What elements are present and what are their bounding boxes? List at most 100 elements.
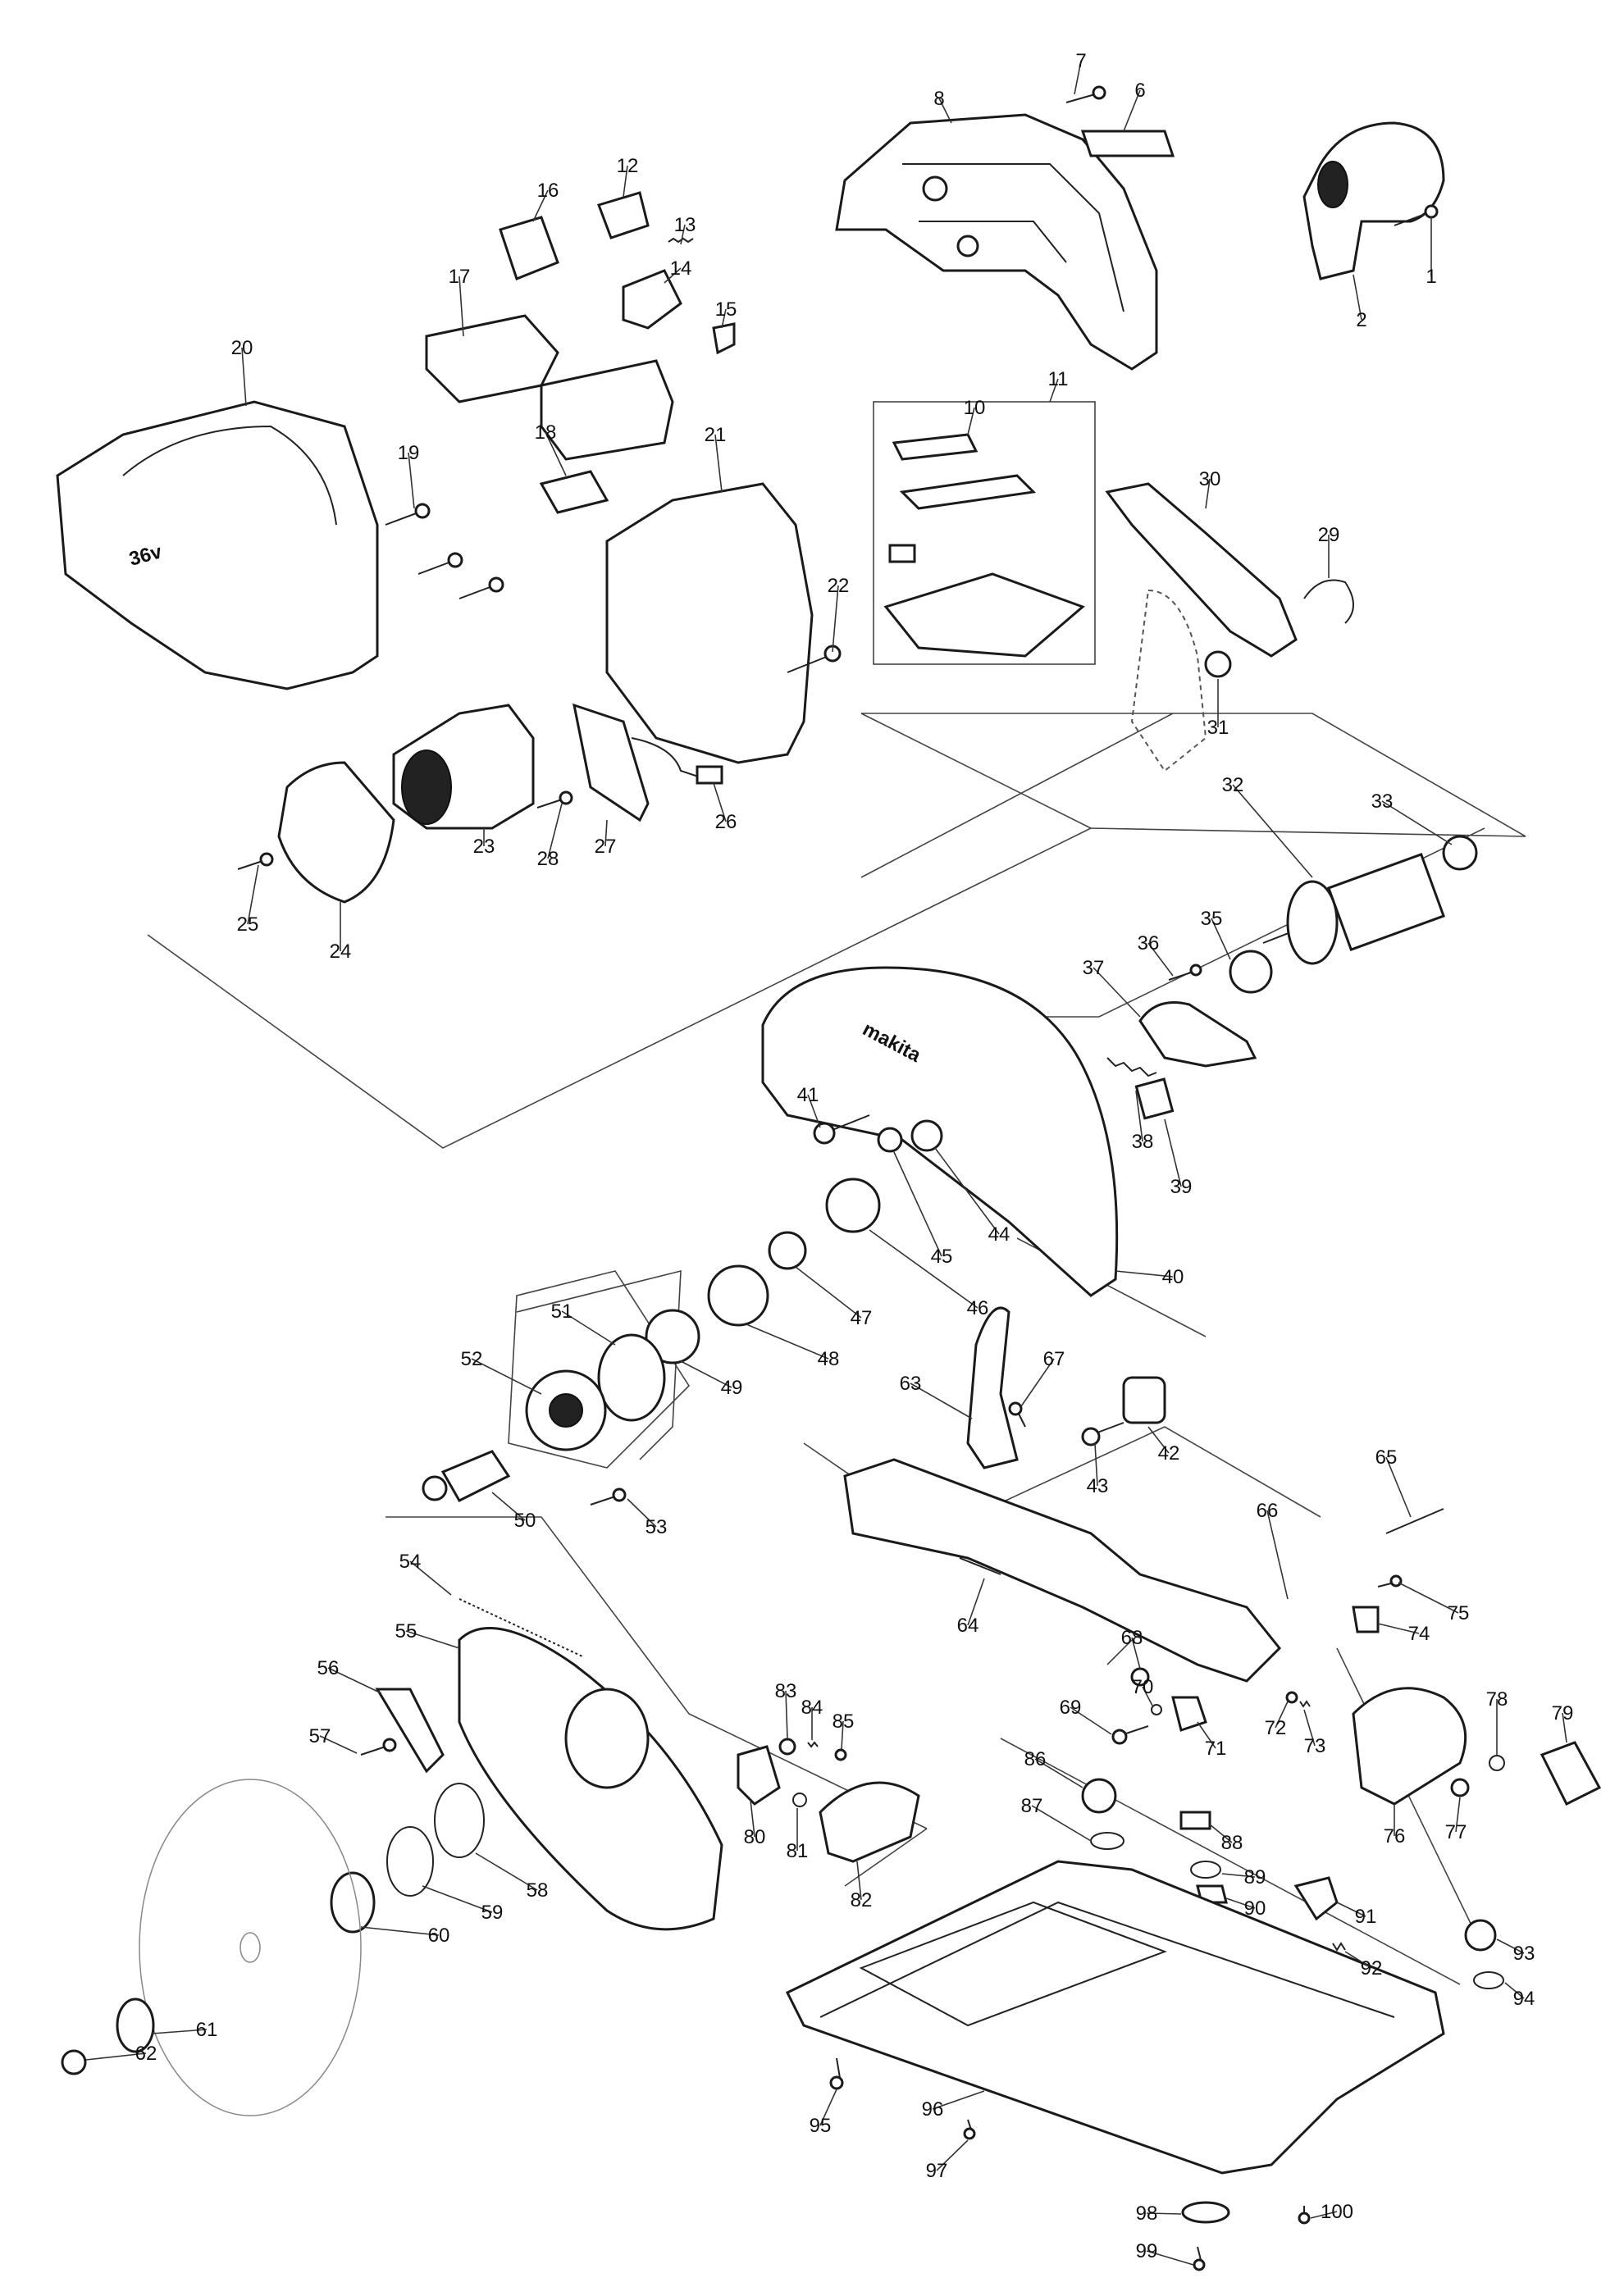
part-number-label: 57 <box>309 1725 331 1747</box>
part-1-screw <box>1394 204 1439 226</box>
leader-line-49 <box>680 1360 732 1388</box>
part-number-label: 25 <box>237 913 259 936</box>
part-12-lever <box>597 191 650 239</box>
leader-line-32 <box>1232 784 1313 878</box>
part-11-box <box>873 401 1096 665</box>
part-48-retainer <box>707 1264 769 1327</box>
leader-line-63 <box>910 1383 973 1419</box>
part-number-label: 80 <box>744 1826 766 1848</box>
part-36-screw <box>1168 963 1202 981</box>
leader-line-17 <box>458 276 464 337</box>
part-93-knob <box>1464 1919 1497 1952</box>
part-65-bolt <box>1385 1508 1444 1534</box>
part-number-label: 44 <box>988 1223 1010 1246</box>
part-80-cam <box>737 1745 781 1806</box>
part-52-bore <box>549 1393 583 1428</box>
part-96-base-plate <box>785 1860 1445 2175</box>
assembly-group-lines <box>147 713 1526 1985</box>
part-41-pin <box>813 1114 870 1145</box>
part-63-depth-guide <box>966 1306 1019 1469</box>
part-number-label: 49 <box>721 1377 743 1399</box>
part-number-label: 29 <box>1318 524 1340 546</box>
part-56-lever <box>375 1688 445 1774</box>
part-62-bolt <box>61 2049 87 2075</box>
leader-line-48 <box>746 1323 829 1360</box>
part-number-label: 81 <box>787 1840 809 1862</box>
part-number-label: 59 <box>481 1902 504 1924</box>
part-number-label: 58 <box>527 1879 549 1902</box>
part-number-label: 22 <box>828 575 850 597</box>
part-number-label: 95 <box>810 2115 832 2137</box>
part-44-washer <box>910 1119 943 1152</box>
leader-line-57 <box>319 1735 358 1754</box>
leader-line-59 <box>422 1885 493 1913</box>
leader-line-68 <box>1131 1637 1141 1670</box>
leader-line-80 <box>750 1799 755 1838</box>
part-number-label: 75 <box>1448 1602 1470 1624</box>
part-number-label: 56 <box>317 1657 340 1679</box>
part-50-spindle-end <box>422 1475 448 1501</box>
part-number-label: 51 <box>551 1301 573 1323</box>
part-number-label: 23 <box>473 836 495 858</box>
leader-line-43 <box>1094 1442 1098 1487</box>
part-27-plate <box>573 703 650 822</box>
part-11-board <box>899 474 1037 510</box>
leader-line-15 <box>721 308 727 329</box>
part-72-pin <box>1285 1691 1298 1704</box>
part-number-label: 10 <box>964 397 986 419</box>
part-number-label: 79 <box>1552 1702 1574 1724</box>
part-19-screws <box>385 503 504 599</box>
part-87-washer <box>1090 1832 1124 1850</box>
part-number-label: 83 <box>775 1680 797 1702</box>
leader-line-66 <box>1266 1510 1289 1600</box>
part-number-label: 87 <box>1021 1795 1043 1817</box>
part-99-screw <box>1193 2246 1206 2271</box>
leader-line-28 <box>547 803 563 859</box>
part-number-label: 54 <box>399 1551 422 1573</box>
part-46-bearing <box>825 1178 881 1233</box>
part-88-indicator <box>1179 1811 1211 1830</box>
callout-labels: 1267810111213141516171819202122232425262… <box>135 50 1574 2262</box>
leader-line-60 <box>360 1926 440 1936</box>
leader-line-37 <box>1093 967 1141 1018</box>
part-number-label: 61 <box>196 2019 218 2041</box>
leader-line-83 <box>785 1690 788 1739</box>
part-number-label: 53 <box>645 1516 668 1538</box>
part-67-screw <box>1008 1401 1026 1428</box>
part-59-ring <box>386 1826 434 1897</box>
part-number-label: 85 <box>833 1711 855 1733</box>
part-number-label: 73 <box>1304 1735 1326 1757</box>
part-number-label: 43 <box>1087 1475 1109 1497</box>
part-number-label: 11 <box>1048 368 1069 390</box>
leader-line-7 <box>1074 60 1082 95</box>
part-8-housing <box>835 113 1158 371</box>
part-23-core <box>401 749 452 825</box>
part-number-label: 15 <box>715 298 737 321</box>
part-number-label: 41 <box>797 1084 819 1106</box>
part-number-label: 40 <box>1162 1266 1184 1288</box>
part-number-label: 77 <box>1445 1821 1467 1843</box>
leader-line-20 <box>241 347 247 407</box>
part-11-controller <box>883 572 1085 658</box>
leader-line-2 <box>1353 274 1362 321</box>
part-47-ring <box>768 1231 807 1270</box>
leader-line-16 <box>532 189 549 222</box>
part-51-plate <box>597 1333 666 1422</box>
part-number-label: 18 <box>535 421 557 444</box>
part-75-screw <box>1377 1574 1403 1588</box>
leader-line-96 <box>932 2090 985 2110</box>
part-number-label: 82 <box>851 1889 873 1911</box>
leader-line-77 <box>1455 1797 1461 1833</box>
part-42-bushing <box>1122 1376 1166 1424</box>
leader-line-55 <box>405 1630 460 1649</box>
part-33-bearing <box>1442 835 1478 871</box>
part-70-washer <box>1151 1704 1162 1715</box>
leader-line-38 <box>1135 1090 1143 1142</box>
part-number-label: 88 <box>1221 1832 1243 1854</box>
leader-line-26 <box>713 782 727 822</box>
part-76-bevel-guide <box>1352 1687 1467 1806</box>
leader-line-46 <box>869 1229 979 1309</box>
part-35-bearing <box>1229 950 1273 994</box>
part-49-bearing <box>645 1309 700 1364</box>
leader-line-95 <box>819 2089 837 2126</box>
